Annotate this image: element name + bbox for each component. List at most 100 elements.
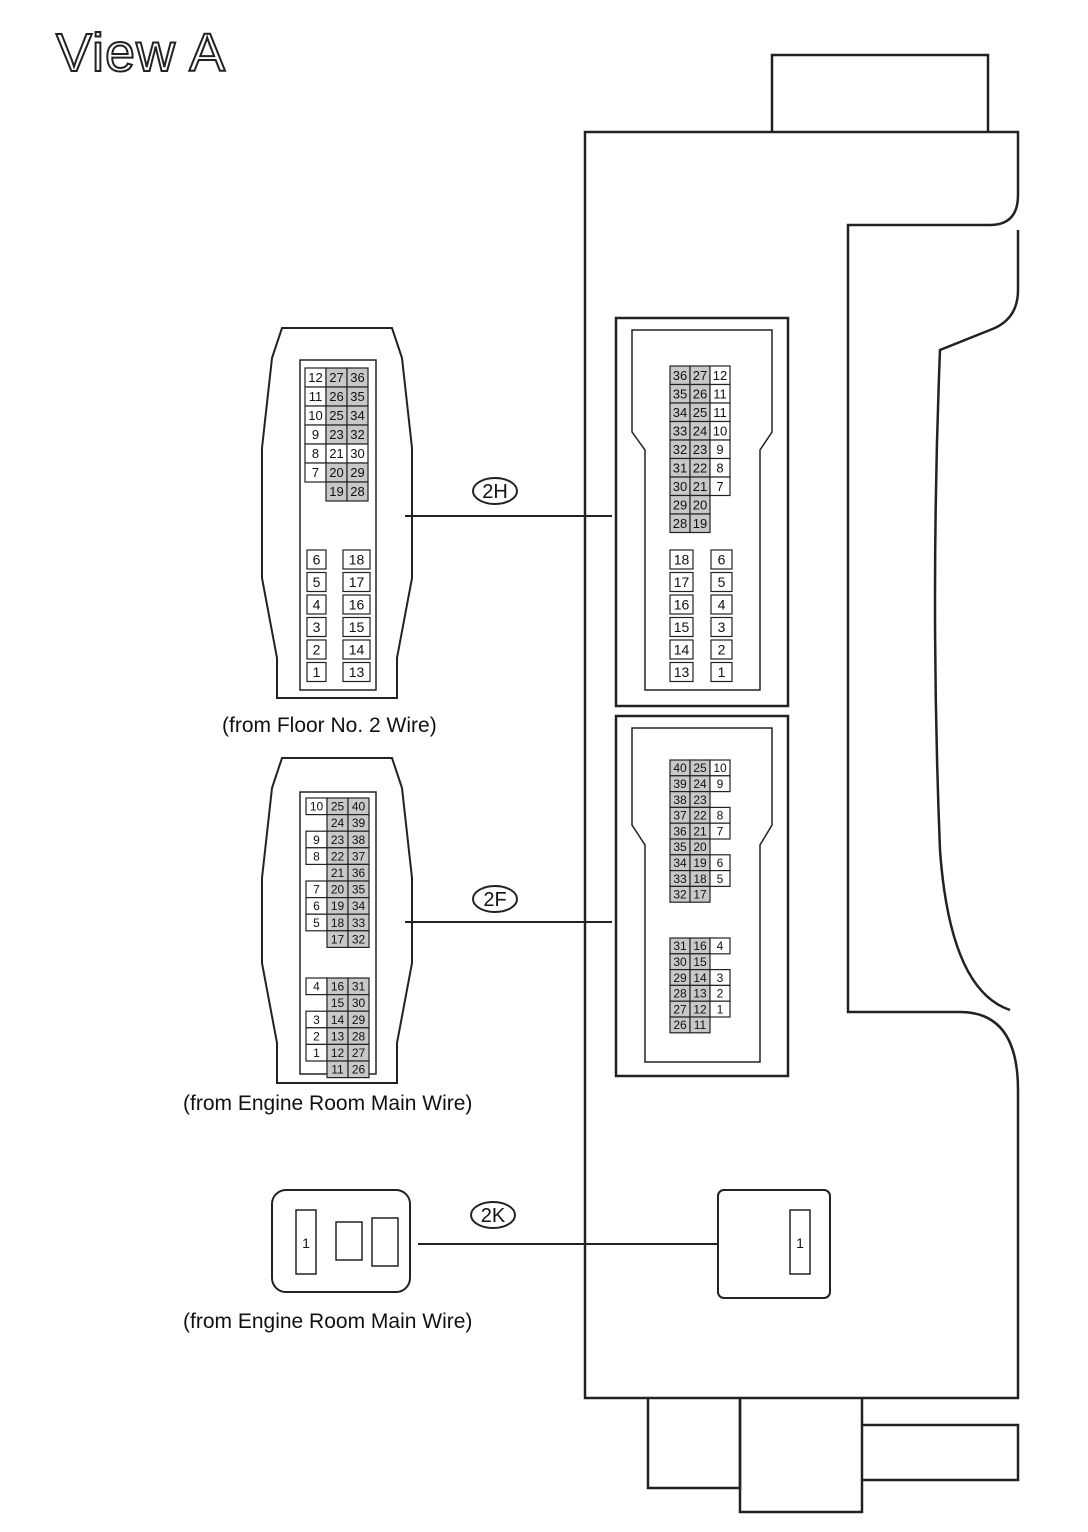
pin-number: 3 <box>313 1013 320 1027</box>
pin-number: 29 <box>350 465 364 480</box>
connector-2k-pin-number: 1 <box>302 1235 310 1251</box>
pin-number: 37 <box>352 849 366 863</box>
pin-cell <box>709 937 731 955</box>
pin-number: 8 <box>717 809 724 823</box>
pin-cell <box>669 571 694 593</box>
pin-number: 1 <box>313 1046 320 1060</box>
pin-number: 30 <box>673 479 687 494</box>
pin-number: 31 <box>673 939 687 953</box>
pin-number: 7 <box>313 883 320 897</box>
pin-cell <box>689 885 711 903</box>
pin-number: 38 <box>673 793 687 807</box>
pin-number: 11 <box>331 1063 344 1077</box>
pin-number: 24 <box>331 816 345 830</box>
pin-number: 15 <box>674 619 690 635</box>
pin-number: 24 <box>693 777 707 791</box>
pin-number: 4 <box>717 939 724 953</box>
connector-2f-code-label: 2F <box>483 889 506 911</box>
housing-inner-edge <box>933 230 1020 1012</box>
pin-number: 32 <box>352 932 366 946</box>
pin-number: 13 <box>349 664 365 680</box>
pin-cell <box>709 476 731 497</box>
housing-top-tab <box>770 53 990 132</box>
pin-number: 35 <box>350 389 364 404</box>
pin-number: 3 <box>717 971 724 985</box>
pin-number: 20 <box>693 840 707 854</box>
pin-number: 30 <box>350 446 364 461</box>
pin-number: 26 <box>673 1018 687 1032</box>
pin-number: 2 <box>718 642 726 658</box>
pin-number: 28 <box>350 484 364 499</box>
pin-number: 28 <box>673 987 687 1001</box>
pin-number: 30 <box>673 955 687 969</box>
pin-number: 25 <box>693 761 707 775</box>
pin-number: 35 <box>673 840 687 854</box>
connector-2h-code-label: 2H <box>482 481 508 503</box>
pin-cell <box>710 571 733 593</box>
pin-number: 34 <box>673 856 687 870</box>
pin-number: 20 <box>329 465 343 480</box>
pin-cell <box>710 594 733 615</box>
pin-number: 21 <box>331 866 345 880</box>
receptacle-2h-shell <box>631 329 773 691</box>
receptacle-2k-shell <box>717 1189 831 1299</box>
receptacle-2k-pin-number: 1 <box>796 1235 804 1251</box>
connector-2k-latch <box>335 1221 363 1261</box>
pin-cell <box>669 594 694 615</box>
pin-number: 16 <box>331 980 345 994</box>
pin-number: 17 <box>674 574 690 590</box>
pin-cell <box>709 869 731 887</box>
pin-cell <box>347 1060 370 1079</box>
pin-number: 11 <box>694 1018 707 1032</box>
pin-cell <box>342 639 371 660</box>
pin-cell <box>306 571 327 593</box>
pin-number: 17 <box>331 932 345 946</box>
pin-number: 1 <box>313 664 321 680</box>
pin-number: 31 <box>352 980 366 994</box>
pin-number: 7 <box>716 479 723 494</box>
pin-number: 7 <box>717 824 724 838</box>
pin-number: 21 <box>693 824 707 838</box>
pin-number: 16 <box>693 939 707 953</box>
pin-number: 1 <box>718 664 726 680</box>
pin-number: 5 <box>313 574 321 590</box>
pin-number: 33 <box>352 916 366 930</box>
pin-number: 13 <box>674 664 690 680</box>
pin-cell <box>306 616 327 638</box>
pin-number: 15 <box>349 619 365 635</box>
pin-number: 18 <box>331 916 345 930</box>
pin-number: 33 <box>673 423 687 438</box>
pin-number: 27 <box>352 1046 366 1060</box>
pin-cell <box>669 661 694 683</box>
connector-2k-plug-shell <box>271 1189 411 1293</box>
pin-number: 27 <box>329 370 343 385</box>
pin-cell <box>306 594 327 615</box>
receptacle-2f-shell <box>631 727 773 1063</box>
pin-number: 18 <box>674 552 690 568</box>
pin-number: 23 <box>329 427 343 442</box>
pin-number: 29 <box>352 1013 366 1027</box>
pin-cell <box>710 661 733 683</box>
pin-number: 31 <box>673 460 687 475</box>
pin-number: 14 <box>693 971 707 985</box>
pin-number: 10 <box>308 408 322 423</box>
pin-cell <box>306 549 327 570</box>
pin-number: 34 <box>673 405 687 420</box>
pin-cell <box>306 661 327 683</box>
pin-number: 19 <box>329 484 343 499</box>
pin-cell <box>669 616 694 638</box>
pin-number: 2 <box>313 642 321 658</box>
caption-2k: (from Engine Room Main Wire) <box>183 1310 473 1333</box>
pin-number: 23 <box>331 833 345 847</box>
pin-cell <box>710 616 733 638</box>
pin-number: 36 <box>352 866 366 880</box>
pin-number: 10 <box>310 800 324 814</box>
connector-2h-code-bubble <box>472 477 518 505</box>
pin-number: 21 <box>693 479 707 494</box>
pin-cell <box>710 639 733 660</box>
pin-number: 25 <box>693 405 707 420</box>
pin-number: 22 <box>331 849 345 863</box>
pin-number: 16 <box>674 597 690 613</box>
